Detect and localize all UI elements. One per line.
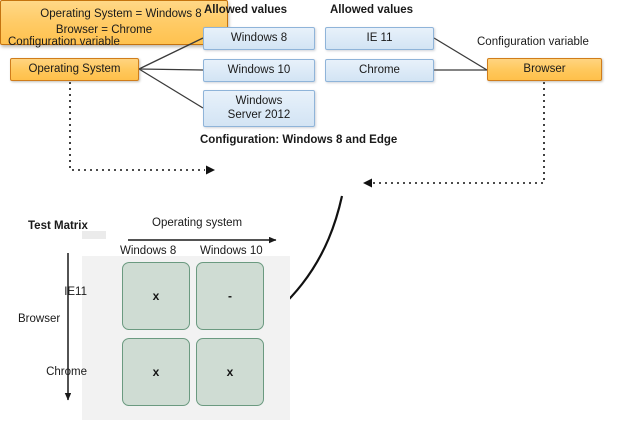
- os-variable-box[interactable]: Operating System: [10, 58, 139, 81]
- os-to-config-dotted: [69, 82, 205, 171]
- os-allowed-value-line-1: Windows: [235, 94, 283, 107]
- matrix-row-header-chrome: Chrome: [46, 366, 87, 378]
- os-configuration-variable-label: Configuration variable: [8, 36, 120, 48]
- allowed-values-left-header: Allowed values: [204, 4, 288, 16]
- matrix-y-axis-label: Browser: [18, 313, 61, 325]
- os-allowed-value-windows-8[interactable]: Windows 8: [203, 27, 315, 50]
- allowed-values-right-header: Allowed values: [330, 4, 414, 16]
- os-allowed-value-line-2: Server 2012: [227, 108, 291, 121]
- matrix-cell-chrome-windows-10[interactable]: x: [196, 338, 264, 406]
- matrix-tab-strip: [82, 231, 106, 239]
- matrix-x-axis-label: Operating system: [152, 217, 243, 229]
- matrix-cell-ie11-windows-8[interactable]: x: [122, 262, 190, 330]
- browser-configuration-variable-label: Configuration variable: [477, 36, 589, 48]
- browser-allowed-value-ie-11[interactable]: IE 11: [325, 27, 434, 50]
- configuration-line-os: Operating System = Windows 8: [40, 8, 202, 20]
- matrix-row-header-ie11: IE11: [64, 286, 87, 298]
- browser-to-config-dotted: [372, 82, 545, 184]
- browser-allowed-value-chrome[interactable]: Chrome: [325, 59, 434, 82]
- browser-variable-box[interactable]: Browser: [487, 58, 602, 81]
- config-right-arrowhead: [363, 178, 372, 188]
- configuration-caption: Configuration: Windows 8 and Edge: [200, 134, 398, 146]
- matrix-column-header-windows-10: Windows 10: [200, 245, 263, 257]
- test-matrix-title: Test Matrix: [28, 220, 88, 232]
- matrix-column-header-windows-8: Windows 8: [120, 245, 177, 257]
- os-allowed-value-windows-server-2012[interactable]: Windows Server 2012: [203, 90, 315, 127]
- os-allowed-value-windows-10[interactable]: Windows 10: [203, 59, 315, 82]
- configuration-line-browser: Browser = Chrome: [55, 23, 153, 36]
- os-value-connectors: [138, 37, 204, 109]
- matrix-cell-chrome-windows-8[interactable]: x: [122, 338, 190, 406]
- config-left-arrowhead: [206, 165, 215, 175]
- matrix-cell-ie11-windows-10[interactable]: -: [196, 262, 264, 330]
